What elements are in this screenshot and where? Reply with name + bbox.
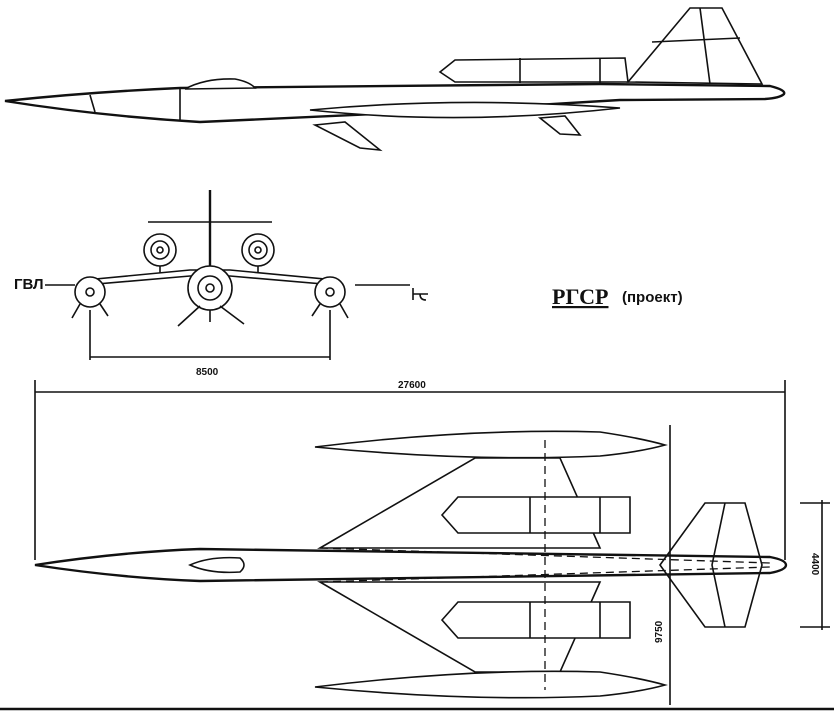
drawing-title: РГСР [552, 284, 608, 309]
top-engine-lower [440, 601, 631, 639]
top-canopy [188, 556, 245, 574]
side-canopy [184, 78, 257, 90]
side-fuselage [4, 82, 786, 124]
side-view [4, 7, 786, 152]
top-tank-lower [314, 670, 668, 699]
top-view: 27600 4400 9750 [0, 380, 834, 711]
top-fuselage [34, 547, 788, 583]
drawing-subtitle: (проект) [622, 289, 683, 306]
tail-span-dimension: 4400 [809, 553, 820, 576]
span-dimension: 8500 [196, 367, 219, 378]
side-vertical-tail [626, 7, 764, 85]
top-tail [659, 502, 763, 628]
length-dimension: 27600 [398, 380, 426, 391]
side-engine-nacelle [438, 57, 629, 83]
side-ventral-fin-rear [537, 115, 582, 136]
wing-span-dimension: 9750 [654, 620, 665, 643]
front-view: ГВЛ 8500 [14, 190, 428, 378]
waterline-label: ГВЛ [14, 276, 44, 293]
side-ventral-fin-front [312, 121, 383, 152]
waterline-symbol [412, 288, 428, 301]
top-engine-upper [440, 496, 631, 534]
top-tank-upper [314, 430, 668, 459]
side-wingtip-tank [309, 101, 621, 119]
